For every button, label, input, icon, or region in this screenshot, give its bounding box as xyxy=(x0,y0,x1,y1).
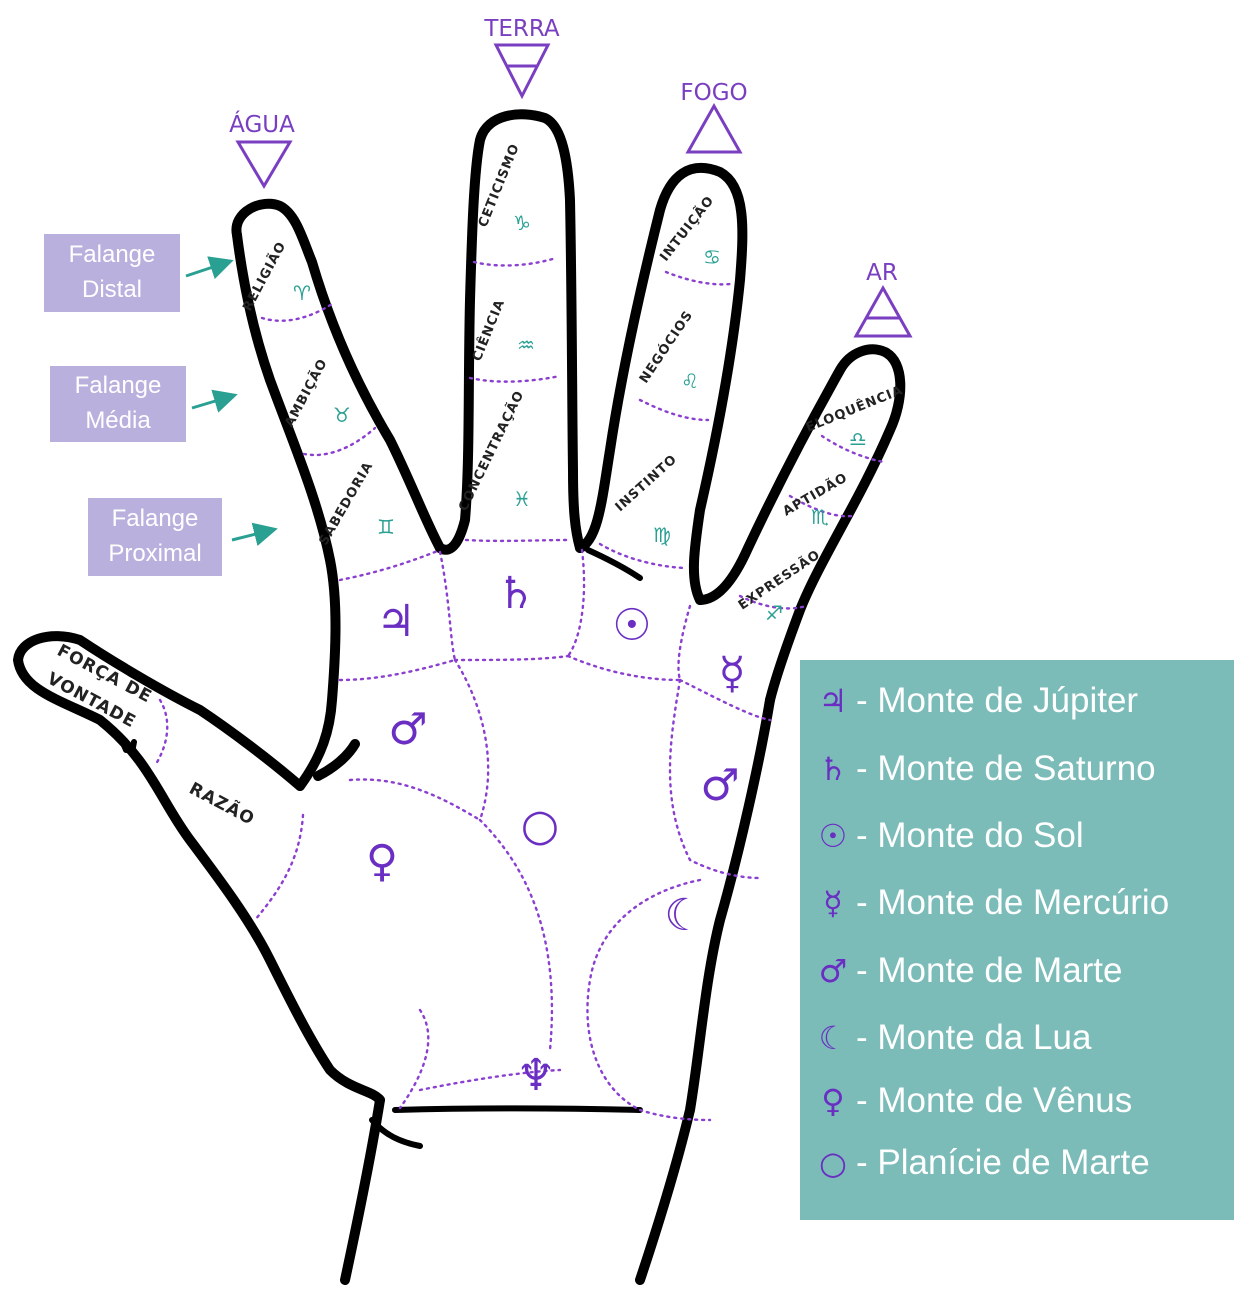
pisces-icon: ♓ xyxy=(513,487,531,511)
legend-item-plain-of-mars: ○ - Planície de Marte xyxy=(810,1130,1150,1196)
mars-upper-mount-icon: ♂ xyxy=(388,704,427,755)
gemini-icon: ♊ xyxy=(377,515,395,539)
saturn-icon: ♄ xyxy=(810,750,856,788)
little-finger-labels: ELOQUÊNCIA APTIDÃO EXPRESSÃO xyxy=(735,382,905,613)
phalanx-box-media-line2: Média xyxy=(50,404,186,439)
mars-icon: ♂ xyxy=(810,952,856,990)
legend-text-jupiter: - Monte de Júpiter xyxy=(856,681,1138,721)
moon-mount-icon: ☾ xyxy=(664,890,703,941)
palm-mounts: ♃ ♄ ☉ ☿ ♂ ♂ ♀ ☾ ○ ♆ xyxy=(366,568,746,1101)
sagittarius-icon: ♐ xyxy=(765,601,783,625)
element-label-fire: FOGO xyxy=(680,80,747,106)
phalanx-box-proximal-line2: Proximal xyxy=(88,537,222,572)
arrow-media-icon xyxy=(192,396,232,408)
arrow-distal-icon xyxy=(186,262,228,276)
legend-text-mars: - Monte de Marte xyxy=(856,951,1123,991)
element-label-air: AR xyxy=(866,260,898,286)
mercury-icon: ☿ xyxy=(810,884,856,922)
fire-triangle-icon xyxy=(688,106,740,152)
thumb-labels: FORÇA DE VONTADE RAZÃO xyxy=(44,641,260,830)
venus-icon: ♀ xyxy=(810,1082,856,1120)
leo-icon: ♌ xyxy=(681,369,699,393)
air-triangle-icon xyxy=(856,288,910,336)
cancer-icon: ♋ xyxy=(703,245,721,269)
phalanx-box-proximal: Falange Proximal xyxy=(88,498,222,576)
label-razao: RAZÃO xyxy=(186,776,260,830)
legend-text-plain-of-mars: - Planície de Marte xyxy=(856,1143,1150,1183)
label-ambicao: AMBIÇÃO xyxy=(281,356,331,430)
libra-icon: ♎ xyxy=(849,427,867,451)
phalanx-box-distal-line1: Falange xyxy=(44,238,180,273)
scorpio-icon: ♏ xyxy=(811,505,829,529)
phalanx-box-media-line1: Falange xyxy=(50,369,186,404)
element-label-earth: TERRA xyxy=(483,16,560,42)
earth-triangle-icon xyxy=(496,45,548,96)
moon-icon: ☾ xyxy=(810,1019,856,1057)
legend-item-mars: ♂ - Monte de Marte xyxy=(810,938,1123,1004)
sun-mount-icon: ☉ xyxy=(612,600,651,651)
phalanx-box-proximal-line1: Falange xyxy=(88,502,222,537)
mars-lower-mount-icon: ♂ xyxy=(700,760,739,811)
legend-text-venus: - Monte de Vênus xyxy=(856,1081,1132,1121)
saturn-mount-icon: ♄ xyxy=(496,568,535,619)
venus-mount-icon: ♀ xyxy=(366,836,398,887)
aries-icon: ♈ xyxy=(293,281,311,305)
capricorn-icon: ♑ xyxy=(513,211,531,235)
element-air: AR xyxy=(856,260,910,336)
sun-icon: ☉ xyxy=(810,817,856,855)
mercury-mount-icon: ☿ xyxy=(718,648,745,699)
legend-item-moon: ☾ - Monte da Lua xyxy=(810,1005,1091,1071)
legend-text-moon: - Monte da Lua xyxy=(856,1018,1091,1058)
legend-item-jupiter: ♃ - Monte de Júpiter xyxy=(810,668,1138,734)
arrow-proximal-icon xyxy=(232,530,272,540)
jupiter-mount-icon: ♃ xyxy=(376,596,415,647)
jupiter-icon: ♃ xyxy=(810,682,856,720)
virgo-icon: ♍ xyxy=(653,523,671,547)
taurus-icon: ♉ xyxy=(333,403,351,427)
legend-panel: ♃ - Monte de Júpiter ♄ - Monte de Saturn… xyxy=(800,660,1234,1220)
element-water: ÁGUA xyxy=(229,110,295,186)
element-fire: FOGO xyxy=(680,80,747,152)
plain-of-mars-icon: ○ xyxy=(521,800,559,851)
element-earth: TERRA xyxy=(483,16,560,96)
legend-item-saturn: ♄ - Monte de Saturno xyxy=(810,736,1156,802)
phalanx-box-distal: Falange Distal xyxy=(44,234,180,312)
label-sabedoria: SABEDORIA xyxy=(316,459,376,548)
label-instinto: INSTINTO xyxy=(613,452,681,515)
plain-of-mars-legend-icon: ○ xyxy=(810,1144,856,1182)
phalanx-box-distal-line2: Distal xyxy=(44,273,180,308)
water-triangle-icon xyxy=(238,142,290,186)
legend-text-sun: - Monte do Sol xyxy=(856,816,1084,856)
aquarius-icon: ♒ xyxy=(517,333,535,357)
legend-item-venus: ♀ - Monte de Vênus xyxy=(810,1068,1132,1134)
element-label-water: ÁGUA xyxy=(229,110,295,138)
legend-text-mercury: - Monte de Mercúrio xyxy=(856,883,1169,923)
legend-item-sun: ☉ - Monte do Sol xyxy=(810,803,1084,869)
legend-item-mercury: ☿ - Monte de Mercúrio xyxy=(810,870,1169,936)
phalanx-box-media: Falange Média xyxy=(50,366,186,442)
neptune-icon: ♆ xyxy=(516,1050,555,1101)
legend-text-saturn: - Monte de Saturno xyxy=(856,749,1156,789)
